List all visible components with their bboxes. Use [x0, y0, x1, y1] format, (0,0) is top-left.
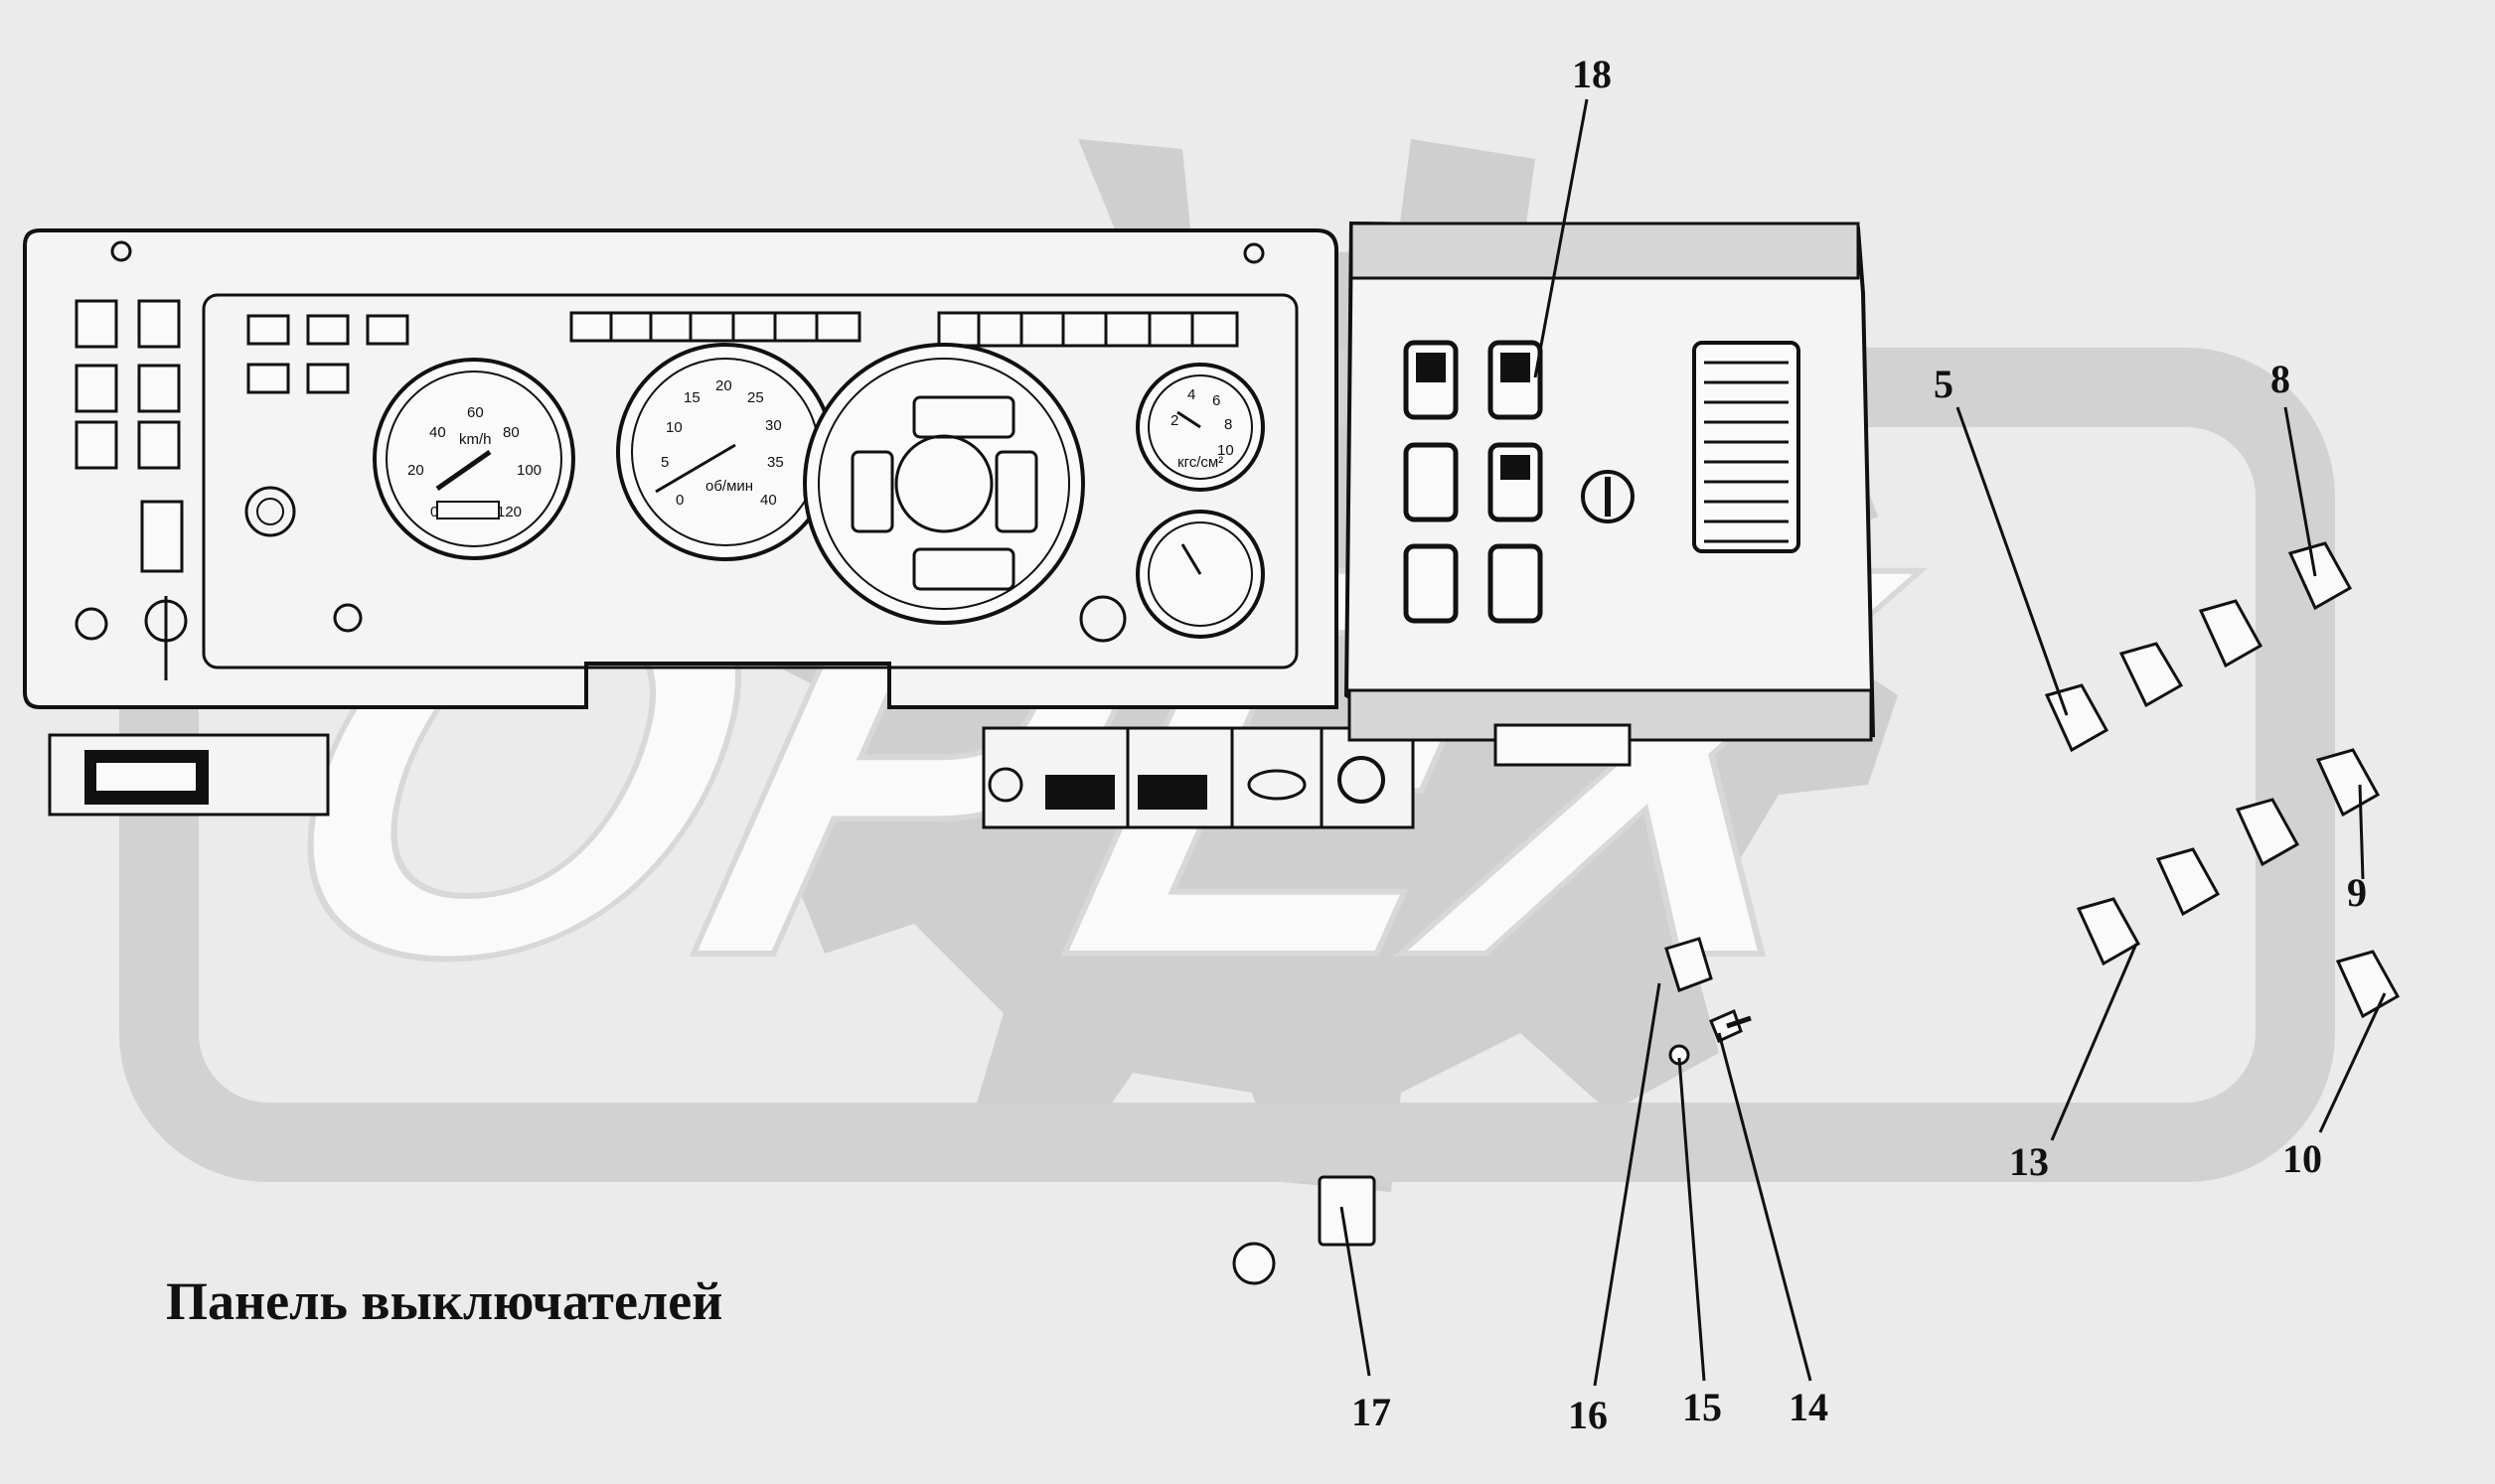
- rpm-tick: 15: [684, 389, 701, 406]
- auxiliary-panel-left: [48, 733, 330, 816]
- screw: [1243, 242, 1265, 264]
- speed-needle: [435, 449, 492, 492]
- heater-switch: [75, 420, 118, 470]
- combination-gauge: [803, 343, 1085, 625]
- rpm-tick: 30: [765, 417, 782, 434]
- pressure-tick: 8: [1224, 416, 1232, 433]
- callout-14: 14: [1789, 1385, 1828, 1429]
- second-pressure-gauge: [1136, 510, 1265, 639]
- rocker-switch: [2155, 847, 2221, 917]
- pressure-unit: кгс/см²: [1177, 454, 1223, 471]
- callout-5: 5: [1934, 362, 1953, 406]
- fog-light-switch: [137, 299, 181, 349]
- callout-9: 9: [2347, 870, 2367, 915]
- small-dial: [1079, 595, 1127, 643]
- cluster-inner-panel: [202, 293, 1299, 669]
- lower-switch-strip: [982, 726, 1415, 829]
- air-vent-grille: [1692, 341, 1800, 553]
- callout-10: 10: [2282, 1136, 2322, 1181]
- rocker-switch-13: [2076, 897, 2141, 966]
- odometer: [436, 501, 500, 519]
- clock-adjust-knob: [244, 486, 296, 537]
- pressure-tick: 10: [1217, 442, 1234, 459]
- tachometer: 0 5 10 15 20 25 30 35 40 об/мин: [616, 343, 835, 561]
- speed-tick: 100: [517, 462, 542, 479]
- rpm-tick: 35: [767, 454, 784, 471]
- speed-tick: 40: [429, 424, 446, 441]
- rpm-tick: 40: [760, 492, 777, 509]
- knob: [75, 607, 108, 641]
- speed-tick: 60: [467, 404, 484, 421]
- oil-pressure-gauge: [912, 395, 1015, 439]
- light-switch: [137, 420, 181, 470]
- warning-lamp-strip-center: [569, 311, 861, 343]
- speed-tick: 20: [407, 462, 424, 479]
- rocker-switch-9: [2315, 748, 2381, 817]
- cigarette-lighter: [1337, 756, 1385, 804]
- warning-lamp-strip-right: [937, 311, 1239, 348]
- instrument-cluster: 20 40 60 80 100 120 0 km/h 0 5 10 15 20 …: [23, 228, 1338, 709]
- rpm-unit: об/мин: [705, 478, 753, 495]
- pressure-tick: 6: [1212, 392, 1220, 409]
- speed-unit: km/h: [459, 431, 492, 448]
- callout-8: 8: [2270, 357, 2290, 401]
- rocker-switch-5: [2044, 683, 2109, 753]
- rocker-switch: [2198, 599, 2263, 668]
- rpm-tick: 5: [661, 454, 669, 471]
- panel-bracket: [1493, 723, 1632, 767]
- washer-switch: [137, 364, 181, 413]
- panel-switch: [1403, 543, 1459, 624]
- left-switch-block: [75, 299, 184, 573]
- rocker-switch-8: [2287, 541, 2353, 611]
- rpm-tick: 0: [676, 492, 684, 509]
- rocker-switch: [2118, 642, 2184, 708]
- speed-tick: 80: [503, 424, 520, 441]
- lamp-socket: [1232, 1242, 1276, 1285]
- callout-16: 16: [1568, 1393, 1608, 1437]
- speedometer: 20 40 60 80 100 120 0 km/h: [373, 358, 575, 560]
- fastener-parts: [1232, 937, 1752, 1285]
- callout-13: 13: [2009, 1139, 2049, 1184]
- knob: [333, 603, 363, 633]
- rocker-switch: [2235, 798, 2300, 867]
- callout-15: 15: [1682, 1385, 1722, 1429]
- leader-lines: [1339, 98, 2387, 1387]
- rotary-knob: [1581, 470, 1635, 523]
- rpm-needle: [655, 443, 736, 494]
- hazard-switch: [75, 299, 118, 349]
- fuel-level-gauge: [851, 450, 894, 533]
- rpm-tick: 10: [666, 419, 683, 436]
- rocker-switch: [1045, 775, 1115, 810]
- speed-tick: 120: [497, 504, 522, 520]
- panel-switch: [1487, 543, 1543, 624]
- rpm-tick: 20: [715, 377, 732, 394]
- rocker-switch-parts: [2044, 541, 2401, 1019]
- rocker-switch-10: [2335, 950, 2401, 1019]
- panel-switch: [1403, 442, 1459, 522]
- rotary-switch: [988, 767, 1023, 803]
- interior-light-switch: [140, 500, 184, 573]
- right-switch-panel: [1343, 221, 1876, 767]
- lamp: [1247, 769, 1307, 801]
- clip-16: [1664, 937, 1713, 992]
- coolant-temp-gauge: [995, 450, 1038, 533]
- voltmeter: [912, 547, 1015, 591]
- rpm-tick: 25: [747, 389, 764, 406]
- callouts: 18 5 8 9 10 13 14 15 16 17: [1351, 52, 2367, 1437]
- indicator-lamps-left: [246, 314, 409, 394]
- pressure-tick: 4: [1187, 386, 1195, 403]
- rocker-switch: [1138, 775, 1207, 810]
- air-pressure-gauge: 2 4 6 8 10 кгс/см²: [1136, 363, 1265, 492]
- speed-tick: 0: [430, 504, 438, 520]
- callout-18: 18: [1572, 52, 1612, 96]
- diagram-caption: Панель выключателей: [166, 1271, 722, 1331]
- wiper-switch: [75, 364, 118, 413]
- pressure-tick: 2: [1170, 412, 1178, 429]
- callout-17: 17: [1351, 1390, 1391, 1434]
- screw: [110, 240, 132, 262]
